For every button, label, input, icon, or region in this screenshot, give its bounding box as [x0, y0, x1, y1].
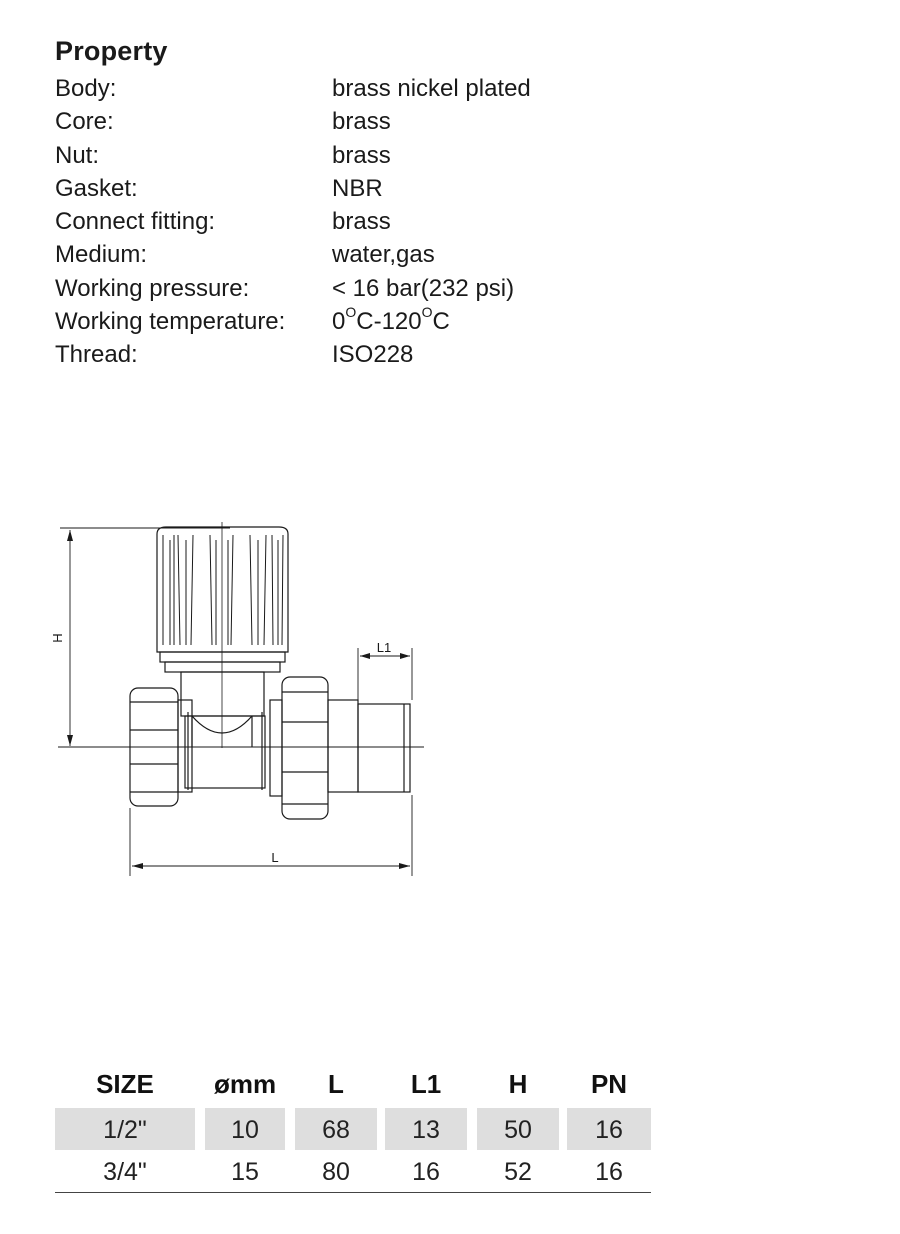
property-title: Property — [55, 36, 168, 66]
header-size: SIZE — [96, 1069, 154, 1099]
cell-diameter: 10 — [205, 1108, 285, 1150]
temp-min: 0 — [332, 308, 346, 336]
property-label: Working pressure: — [55, 274, 250, 302]
property-value: ISO228 — [332, 341, 414, 369]
table-row: 1/2" 10 68 13 50 16 — [55, 1108, 651, 1150]
property-label: Nut: — [55, 141, 100, 169]
property-value: brass — [332, 208, 391, 236]
property-label: Gasket: — [55, 174, 138, 202]
stem-neck — [180, 671, 265, 717]
cell-l: 80 — [322, 1158, 350, 1186]
property-label: Connect fitting: — [55, 208, 216, 236]
table-row: 3/4" 15 80 16 52 16 — [55, 1150, 651, 1192]
cell-pn: 16 — [567, 1108, 651, 1150]
dim-label-l1: L1 — [377, 640, 391, 655]
cell-h: 52 — [504, 1158, 532, 1186]
property-value: NBR — [332, 174, 383, 202]
right-union-nut — [281, 676, 329, 820]
property-label: Body: — [55, 75, 117, 102]
cell-l1: 13 — [385, 1108, 467, 1150]
property-label: Medium: — [55, 241, 148, 269]
handle-ring — [159, 651, 286, 663]
property-value: brass nickel plated — [332, 75, 531, 102]
property-label: Core: — [55, 108, 114, 136]
header-pn: PN — [590, 1069, 628, 1099]
cell-l1: 16 — [412, 1158, 440, 1186]
property-value: brass — [332, 141, 391, 169]
cell-size: 1/2" — [55, 1108, 195, 1150]
property-label: Working temperature: — [55, 308, 286, 336]
header-l: L — [328, 1069, 344, 1099]
dim-label-l: L — [271, 850, 278, 865]
table-bottom-rule — [55, 1192, 651, 1193]
handle-cap — [156, 526, 289, 653]
cell-h: 50 — [477, 1108, 559, 1150]
temp-unit: C — [432, 308, 450, 336]
property-value: brass — [332, 108, 391, 136]
header-l1: L1 — [410, 1069, 442, 1099]
degree-mark: O — [421, 304, 433, 321]
cell-diameter: 15 — [231, 1158, 259, 1186]
valve-body — [184, 715, 266, 789]
cell-pn: 16 — [595, 1158, 623, 1186]
cell-l: 68 — [295, 1108, 377, 1150]
temp-range: C-120 — [356, 308, 422, 336]
dim-label-h: H — [50, 633, 65, 642]
property-value: < 16 bar(232 psi) — [332, 274, 515, 302]
property-label: Thread: — [55, 341, 138, 369]
header-h: H — [508, 1069, 528, 1099]
cell-size: 3/4" — [103, 1158, 147, 1186]
spec-table-header: SIZE ømm L L1 H PN — [55, 1064, 651, 1104]
property-value-temperature: 0OC-120OC — [332, 305, 450, 338]
header-diameter: ømm — [213, 1069, 277, 1099]
threaded-tail — [357, 703, 411, 793]
property-value: water,gas — [332, 241, 435, 269]
degree-mark: O — [345, 304, 357, 321]
